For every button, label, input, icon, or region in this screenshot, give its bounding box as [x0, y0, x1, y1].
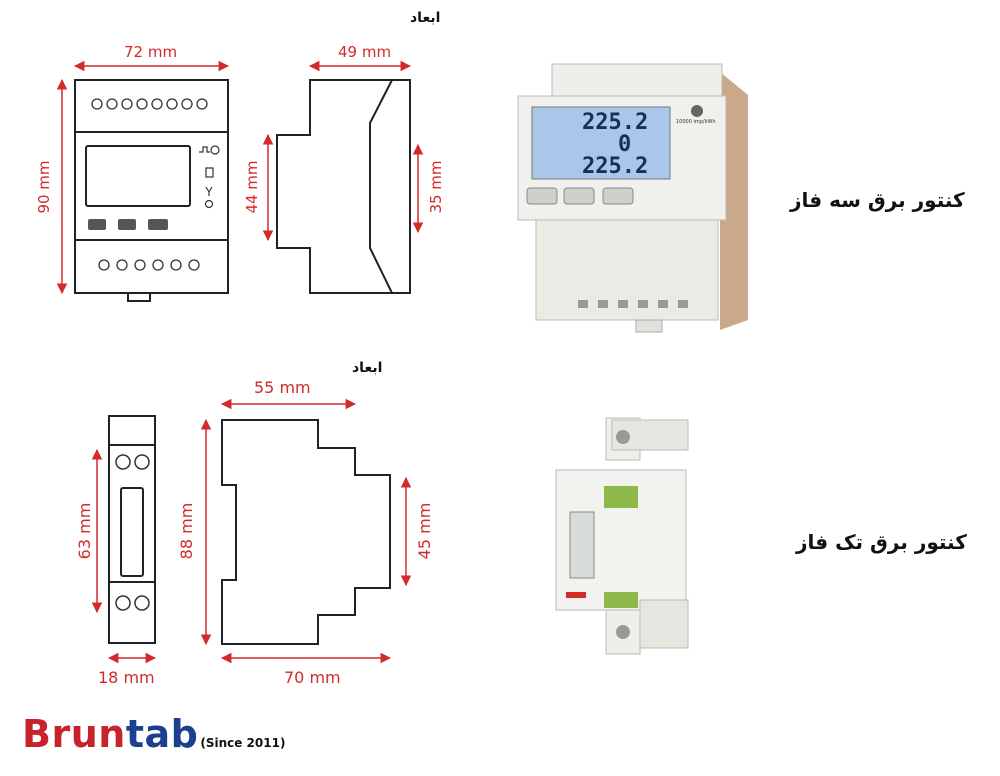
three-phase-inner-left-label: 44 mm [243, 160, 261, 214]
brand-logo: Bruntab(Since 2011) [22, 712, 285, 756]
single-phase-side-drawing [221, 419, 391, 645]
single-phase-side-inner-label: 45 mm [415, 502, 434, 560]
three-phase-depth-label: 49 mm [338, 43, 392, 61]
three-phase-height-label: 90 mm [35, 160, 53, 214]
single-phase-front-height-label: 63 mm [75, 502, 94, 560]
single-phase-front-drawing [108, 415, 156, 644]
three-phase-display-line1: 225.2 [582, 110, 649, 135]
single-phase-front-terminals [115, 454, 150, 611]
three-phase-imp-label: 10000 imp/kWh [676, 119, 716, 125]
three-phase-meter-photo [517, 63, 748, 333]
three-phase-front-buttons [88, 219, 168, 230]
three-phase-front-indicators [199, 145, 220, 209]
single-phase-width-label: 18 mm [98, 668, 155, 687]
three-phase-dimensions-heading: ابعاد [410, 10, 441, 26]
single-phase-depth-bottom-label: 70 mm [284, 668, 341, 687]
single-phase-depth-top-label: 55 mm [254, 378, 311, 397]
single-phase-side-height-label: 88 mm [177, 502, 196, 560]
three-phase-display-line3: 225.2 [582, 154, 649, 179]
brand-logo-part1: Brun [22, 712, 126, 756]
three-phase-side-drawing [276, 79, 411, 294]
brand-logo-since: (Since 2011) [200, 736, 286, 750]
single-phase-meter-photo [555, 417, 689, 655]
single-phase-dimensions-heading: ابعاد [352, 360, 383, 376]
three-phase-width-label: 72 mm [124, 43, 178, 61]
three-phase-display-line2: 0 [618, 132, 632, 157]
three-phase-front-terminals [91, 98, 208, 271]
single-phase-product-label: کنتور برق تک فاز [796, 530, 967, 554]
brand-logo-part2: tab [125, 712, 199, 756]
three-phase-front-drawing [74, 79, 229, 302]
three-phase-product-label: کنتور برق سه فاز [790, 188, 965, 212]
three-phase-inner-right-label: 35 mm [427, 160, 445, 214]
